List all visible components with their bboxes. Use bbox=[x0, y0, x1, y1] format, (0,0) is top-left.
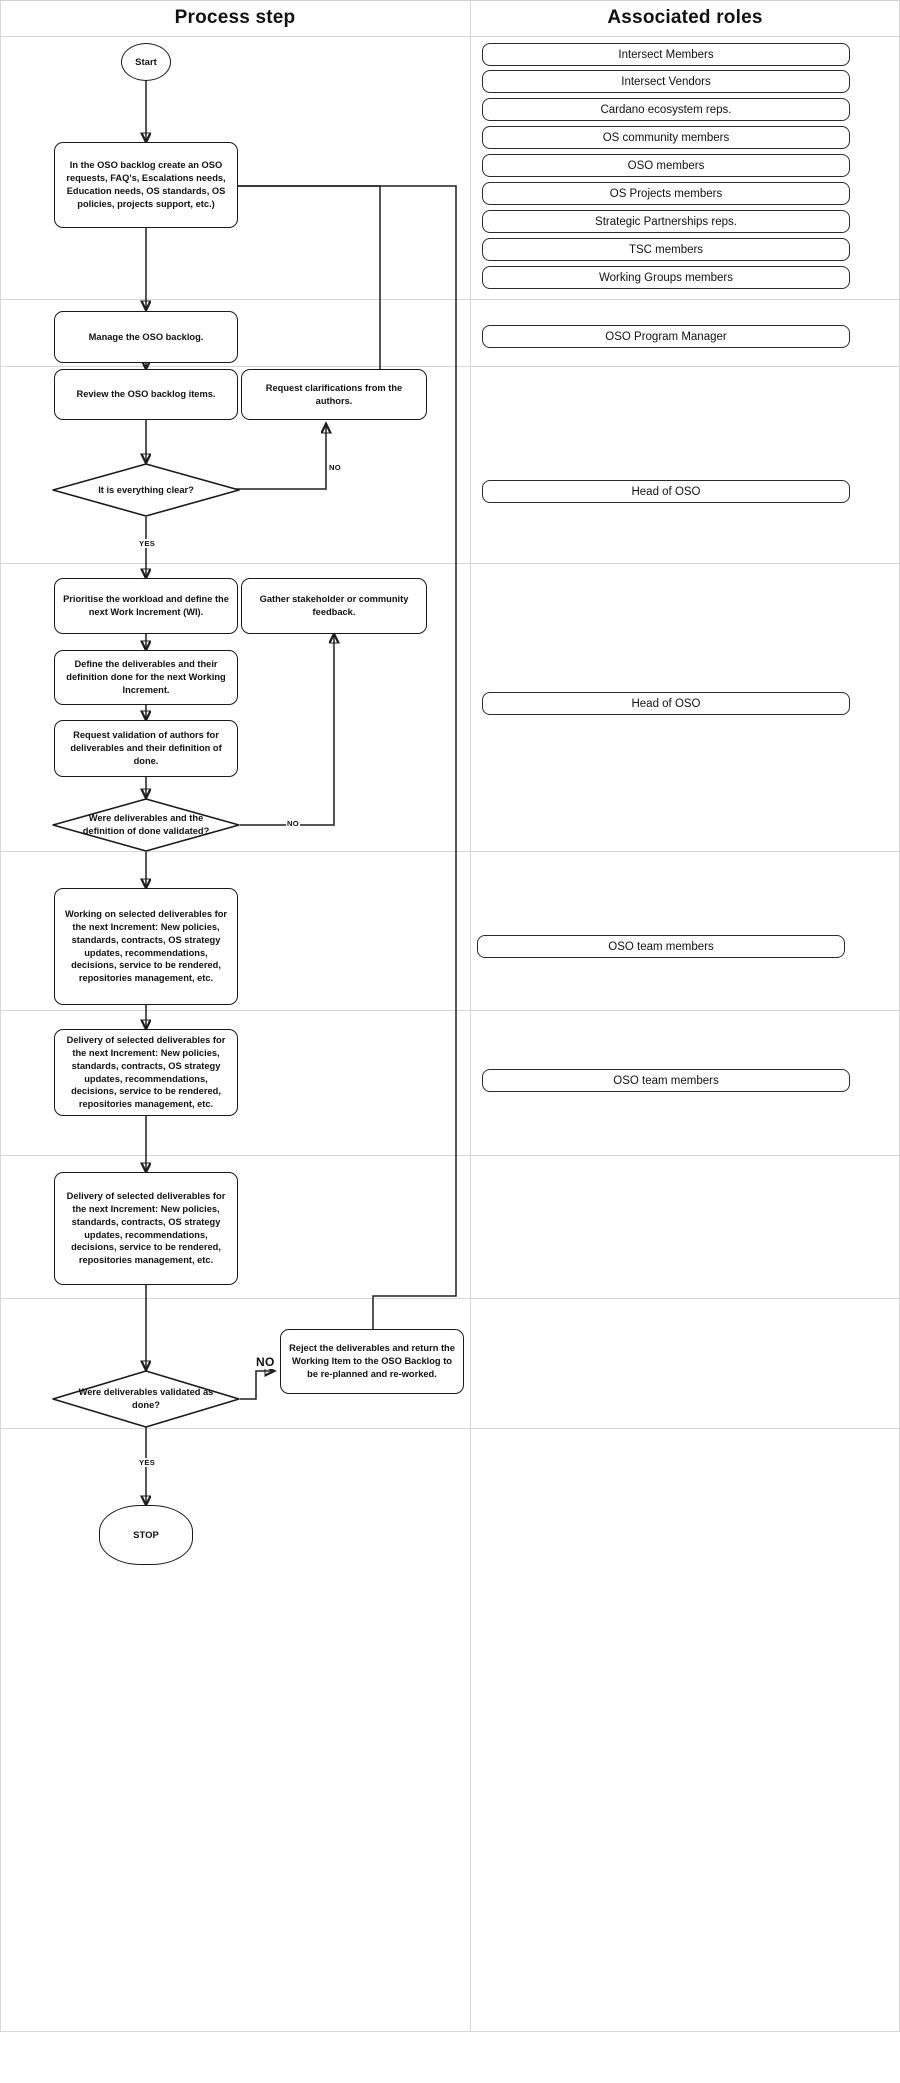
role-tsc-members[interactable]: TSC members bbox=[482, 238, 850, 261]
grid-line-header bbox=[0, 36, 900, 37]
node-delivery-of-deliverables-1[interactable]: Delivery of selected deliverables for th… bbox=[54, 1029, 238, 1116]
node-delivery-of-deliverables-2[interactable]: Delivery of selected deliverables for th… bbox=[54, 1172, 238, 1285]
node-gather-feedback[interactable]: Gather stakeholder or community feedback… bbox=[241, 578, 427, 634]
role-oso-members[interactable]: OSO members bbox=[482, 154, 850, 177]
decision-were-deliverables-validated-label: Were deliverables and the definition of … bbox=[82, 813, 210, 836]
grid-line-lane9 bbox=[0, 2031, 900, 2032]
start-terminator[interactable]: Start bbox=[121, 43, 171, 81]
grid-line-lane6 bbox=[0, 1155, 900, 1156]
edge-label-no-done: NO bbox=[255, 1355, 276, 1369]
associated-roles-header: Associated roles bbox=[607, 7, 763, 28]
node-request-validation[interactable]: Request validation of authors for delive… bbox=[54, 720, 238, 777]
role-strategic-partnerships-reps[interactable]: Strategic Partnerships reps. bbox=[482, 210, 850, 233]
node-request-clarifications[interactable]: Request clarifications from the authors. bbox=[241, 369, 427, 420]
node-define-deliverables[interactable]: Define the deliverables and their defini… bbox=[54, 650, 238, 705]
process-step-header: Process step bbox=[174, 7, 296, 28]
decision-were-deliverables-done[interactable]: Were deliverables validated as done? bbox=[52, 1370, 240, 1428]
role-os-projects-members[interactable]: OS Projects members bbox=[482, 182, 850, 205]
grid-line-lane2 bbox=[0, 366, 900, 367]
role-head-of-oso-review[interactable]: Head of OSO bbox=[482, 480, 850, 503]
edge-label-no-validated: NO bbox=[286, 819, 300, 828]
role-oso-program-manager[interactable]: OSO Program Manager bbox=[482, 325, 850, 348]
edge-label-no-clear: NO bbox=[328, 463, 342, 472]
node-create-oso-backlog-request[interactable]: In the OSO backlog create an OSO request… bbox=[54, 142, 238, 228]
decision-is-everything-clear-label: It is everything clear? bbox=[98, 484, 194, 495]
grid-line-lane7 bbox=[0, 1298, 900, 1299]
grid-line-lane5 bbox=[0, 1010, 900, 1011]
role-oso-team-members-delivery[interactable]: OSO team members bbox=[482, 1069, 850, 1092]
role-working-groups-members[interactable]: Working Groups members bbox=[482, 266, 850, 289]
node-working-on-deliverables[interactable]: Working on selected deliverables for the… bbox=[54, 888, 238, 1005]
role-intersect-members[interactable]: Intersect Members bbox=[482, 43, 850, 66]
decision-were-deliverables-validated[interactable]: Were deliverables and the definition of … bbox=[52, 798, 240, 852]
grid-line-lane1 bbox=[0, 299, 900, 300]
edge-label-yes-done: YES bbox=[138, 1458, 157, 1467]
grid-line-top bbox=[0, 0, 900, 1]
role-head-of-oso-planning[interactable]: Head of OSO bbox=[482, 692, 850, 715]
grid-line-lane3 bbox=[0, 563, 900, 564]
role-os-community-members[interactable]: OS community members bbox=[482, 126, 850, 149]
node-manage-oso-backlog[interactable]: Manage the OSO backlog. bbox=[54, 311, 238, 363]
decision-were-deliverables-done-label: Were deliverables validated as done? bbox=[78, 1387, 214, 1410]
stop-terminator[interactable]: STOP bbox=[99, 1505, 193, 1565]
node-review-oso-backlog-items[interactable]: Review the OSO backlog items. bbox=[54, 369, 238, 420]
edge-label-yes-clear: YES bbox=[138, 539, 157, 548]
grid-line-lane8 bbox=[0, 1428, 900, 1429]
node-reject-deliverables[interactable]: Reject the deliverables and return the W… bbox=[280, 1329, 464, 1394]
role-oso-team-members-working[interactable]: OSO team members bbox=[477, 935, 845, 958]
grid-line-col-divider bbox=[470, 0, 471, 2031]
role-cardano-ecosystem-reps[interactable]: Cardano ecosystem reps. bbox=[482, 98, 850, 121]
role-intersect-vendors[interactable]: Intersect Vendors bbox=[482, 70, 850, 93]
node-prioritise-workload[interactable]: Prioritise the workload and define the n… bbox=[54, 578, 238, 634]
decision-is-everything-clear[interactable]: It is everything clear? bbox=[52, 463, 240, 517]
grid-line-left bbox=[0, 0, 1, 2031]
